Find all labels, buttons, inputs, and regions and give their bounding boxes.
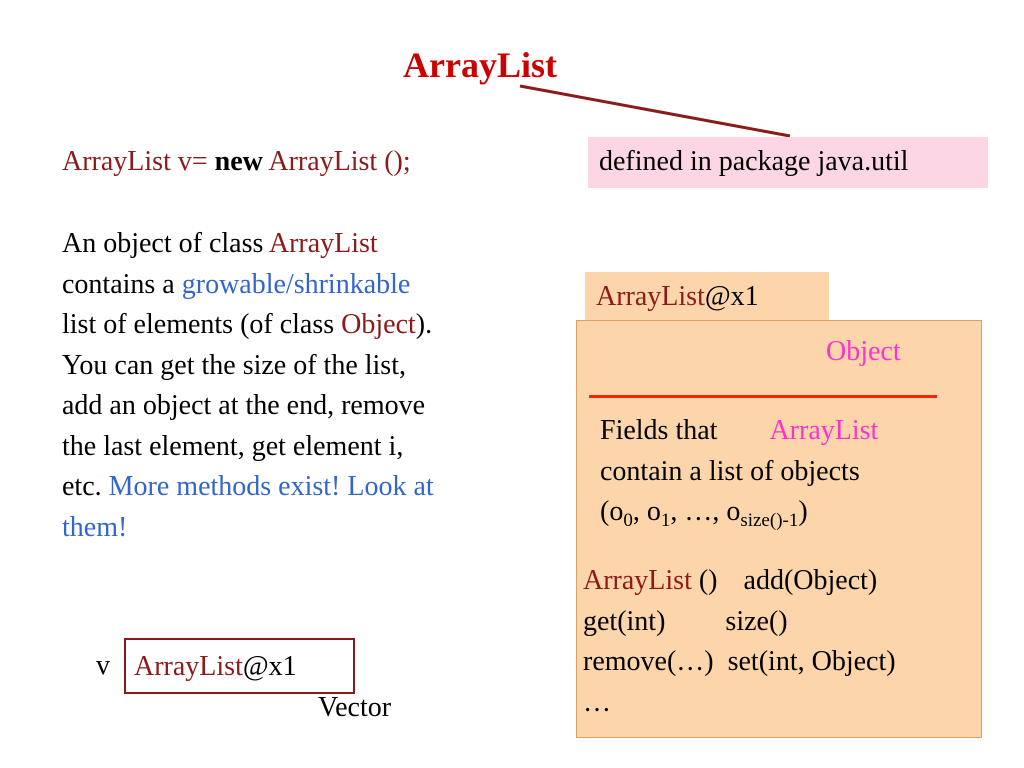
package-note: defined in package java.util <box>588 137 988 188</box>
fields-line: contain a list of objects <box>600 455 860 487</box>
methods-line: ArrayList () add(Object) <box>583 561 896 602</box>
slide-title: ArrayList <box>403 45 557 85</box>
methods-list: ArrayList () add(Object) get(int) size() r… <box>583 561 896 723</box>
paragraph-line: An object of class ArrayList <box>62 224 532 265</box>
fields-line: (o0, o1, …, osize()-1) <box>600 492 878 533</box>
method-size: size() <box>725 605 788 637</box>
methods-line: … <box>583 686 611 718</box>
method-remove: remove(…) <box>583 646 714 677</box>
more-methods-highlight: them! <box>62 511 128 543</box>
growable-highlight: growable/shrinkable <box>181 268 411 300</box>
fields-line: Fields that ArrayList <box>600 411 878 452</box>
constructor-name: ArrayList <box>583 565 692 596</box>
methods-line: remove(…) set(int, Object) <box>583 642 896 683</box>
variable-value-id: @x1 <box>242 651 297 682</box>
subscript: size()-1 <box>740 510 799 531</box>
variable-name: v <box>96 650 110 681</box>
variable-type: Vector <box>318 692 392 723</box>
paragraph-line: them! <box>62 508 532 549</box>
fields-class-name: ArrayList <box>769 415 879 446</box>
folder-tab-class: ArrayList <box>596 281 705 312</box>
fields-text: (o <box>600 496 624 527</box>
variable-value-class: ArrayList <box>134 651 243 682</box>
fields-description: Fields that ArrayList contain a list of o… <box>600 411 878 533</box>
method-set: set(int, Object) <box>727 646 896 677</box>
paragraph-line: list of elements (of class Object). <box>62 305 532 346</box>
more-methods-highlight: More methods exist! Look at <box>108 471 434 502</box>
fields-text: , …, o <box>670 496 741 527</box>
object-superclass-label: Object <box>826 336 901 367</box>
folder-tab-id: @x1 <box>704 281 759 312</box>
declaration-suffix: ArrayList (); <box>262 146 411 177</box>
fields-text: Fields that <box>600 415 718 446</box>
description-paragraph: An object of class ArrayList contains a … <box>62 224 532 548</box>
paragraph-line: etc. More methods exist! Look at <box>62 467 532 508</box>
declaration-statement: ArrayList v= new ArrayList (); <box>62 146 411 178</box>
paragraph-text: An object of class <box>62 228 269 259</box>
variable-value-box: ArrayList@x1 <box>124 638 355 694</box>
fields-text: ) <box>798 496 808 527</box>
object-folder-tab: ArrayList@x1 <box>585 272 829 322</box>
method-get: get(int) <box>583 605 666 637</box>
new-keyword: new <box>214 146 263 177</box>
constructor-args: () <box>691 565 718 596</box>
subscript: 0 <box>623 510 633 531</box>
fields-text: , o <box>632 496 661 527</box>
object-folder-body <box>576 320 982 738</box>
class-name-object: Object <box>341 309 416 340</box>
paragraph-line: You can get the size of the list, <box>62 349 406 381</box>
method-add: add(Object) <box>743 565 878 596</box>
declaration-prefix: ArrayList v= <box>62 146 215 177</box>
partition-divider <box>589 395 937 398</box>
paragraph-line: add an object at the end, remove <box>62 390 426 421</box>
title-to-package-line <box>519 84 791 138</box>
subscript: 1 <box>660 510 671 531</box>
class-name-arraylist: ArrayList <box>268 228 378 259</box>
paragraph-text: ). <box>415 309 433 340</box>
paragraph-line: the last element, get element i, <box>62 430 404 462</box>
paragraph-line: contains a growable/shrinkable <box>62 265 532 306</box>
paragraph-text: list of elements (of class <box>62 309 342 340</box>
paragraph-text: contains a <box>62 268 182 300</box>
paragraph-text: etc. <box>62 471 109 502</box>
methods-line: get(int) size() <box>583 602 896 643</box>
